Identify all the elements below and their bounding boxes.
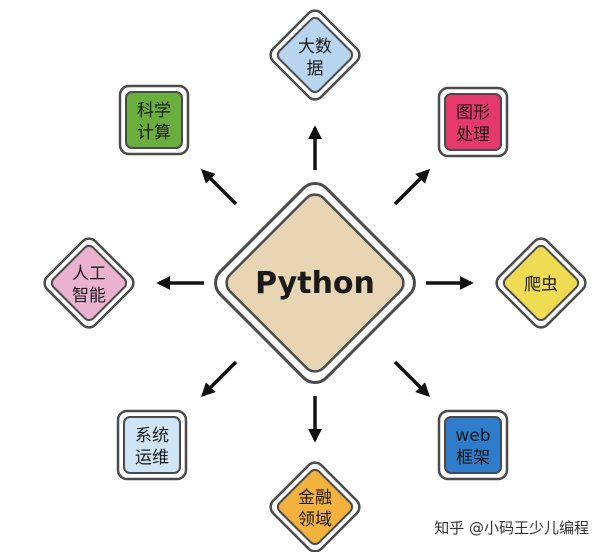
center-node: Python: [214, 182, 416, 384]
node-ai: 人工 智能: [43, 237, 135, 329]
bigdata-label-line2: 据: [307, 59, 324, 79]
node-finance: 金融 领域: [269, 461, 361, 552]
science-label-line1: 科学: [137, 101, 171, 121]
node-crawler: 爬虫: [495, 237, 587, 329]
crawler-fill: [502, 244, 580, 322]
node-graphics: 图形 处理: [437, 86, 509, 158]
node-bigdata: 大数 据: [269, 9, 361, 101]
science-label-line2: 计算: [137, 123, 171, 143]
node-science: 科学 计算: [118, 84, 190, 156]
web-fill: [444, 416, 502, 474]
ai-fill: [50, 244, 128, 322]
finance-label-line2: 领域: [298, 510, 332, 530]
graphics-fill: [444, 93, 502, 151]
science-fill: [125, 91, 183, 149]
center-fill: [225, 193, 405, 373]
node-web: web 框架: [437, 409, 509, 481]
watermark: 知乎 @小码王少儿编程: [434, 519, 589, 537]
arrow-to-science: [201, 169, 238, 206]
sysops-fill: [123, 416, 181, 474]
arrow-to-sysops: [201, 360, 238, 397]
center-label: Python: [255, 266, 375, 301]
ai-label-line1: 人工: [72, 264, 106, 284]
arrow-to-web: [393, 360, 430, 397]
sysops-label-line2: 运维: [135, 448, 169, 468]
bigdata-fill: [276, 16, 354, 94]
node-sysops: 系统 运维: [116, 409, 188, 481]
finance-fill: [276, 468, 354, 546]
arrow-to-graphics: [393, 169, 430, 206]
web-label-line1: web: [455, 426, 490, 446]
finance-label-line1: 金融: [298, 488, 332, 508]
sysops-label-line1: 系统: [135, 426, 169, 446]
web-label-line2: 框架: [456, 448, 490, 468]
graphics-label-line2: 处理: [456, 125, 490, 145]
bigdata-label-line1: 大数: [298, 37, 332, 57]
ai-label-line2: 智能: [72, 286, 106, 306]
arrows: [156, 125, 474, 443]
crawler-label: 爬虫: [524, 275, 558, 295]
graphics-label-line1: 图形: [456, 103, 490, 123]
